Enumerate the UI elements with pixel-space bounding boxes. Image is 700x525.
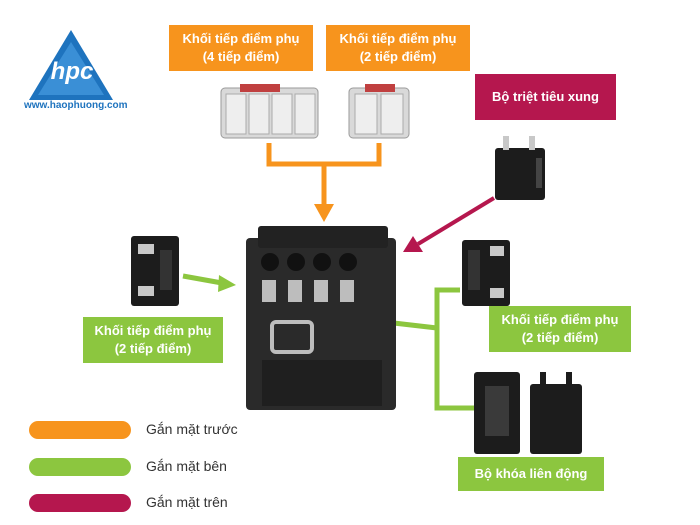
legend-label-side: Gắn mặt bên [146, 458, 227, 474]
label-aux-2-top-line2: (2 tiếp điểm) [359, 49, 437, 64]
label-aux-side-left-line1: Khối tiếp điểm phụ [94, 323, 212, 338]
label-aux-side-right-line2: (2 tiếp điểm) [521, 330, 599, 345]
legend-swatch-top [29, 494, 131, 512]
label-aux-2-contacts-top: Khối tiếp điểm phụ (2 tiếp điểm) [326, 25, 470, 71]
logo-letters: hpc [50, 58, 94, 85]
logo-website: www.haophuong.com [24, 100, 128, 111]
main-contactor [246, 226, 396, 410]
label-surge-suppressor: Bộ triệt tiêu xung [475, 74, 616, 120]
interlock-unit [474, 372, 582, 454]
label-aux-4-contacts: Khối tiếp điểm phụ (4 tiếp điểm) [169, 25, 313, 71]
green-left-arrowhead [218, 275, 236, 292]
legend-swatch-side [29, 458, 131, 476]
aux-block-side-right [462, 240, 510, 306]
label-aux-side-right: Khối tiếp điểm phụ (2 tiếp điểm) [489, 306, 631, 352]
label-aux-side-left-line2: (2 tiếp điểm) [114, 341, 192, 356]
legend-swatch-front [29, 421, 131, 439]
label-surge-text: Bộ triệt tiêu xung [492, 89, 599, 104]
green-left-arrow-line [182, 273, 223, 286]
legend-label-top: Gắn mặt trên [146, 494, 228, 510]
label-aux-side-right-line1: Khối tiếp điểm phụ [501, 312, 619, 327]
aux-block-2-contacts-top [348, 84, 410, 139]
label-aux-side-left: Khối tiếp điểm phụ (2 tiếp điểm) [83, 317, 223, 363]
crimson-arrowhead [403, 236, 423, 252]
label-interlock-text: Bộ khóa liên động [474, 466, 588, 481]
orange-arrowhead [314, 204, 334, 222]
label-aux-2-top-line1: Khối tiếp điểm phụ [339, 31, 457, 46]
label-interlock: Bộ khóa liên động [458, 457, 604, 491]
green-right-connector [434, 287, 475, 411]
label-aux-4-line1: Khối tiếp điểm phụ [182, 31, 300, 46]
surge-suppressor [495, 136, 545, 200]
crimson-arrow-line [416, 196, 496, 246]
orange-connector [266, 143, 382, 167]
aux-block-side-left [131, 236, 179, 306]
legend-label-front: Gắn mặt trước [146, 421, 238, 437]
label-aux-4-line2: (4 tiếp điểm) [202, 49, 280, 64]
aux-block-4-contacts [220, 84, 319, 139]
